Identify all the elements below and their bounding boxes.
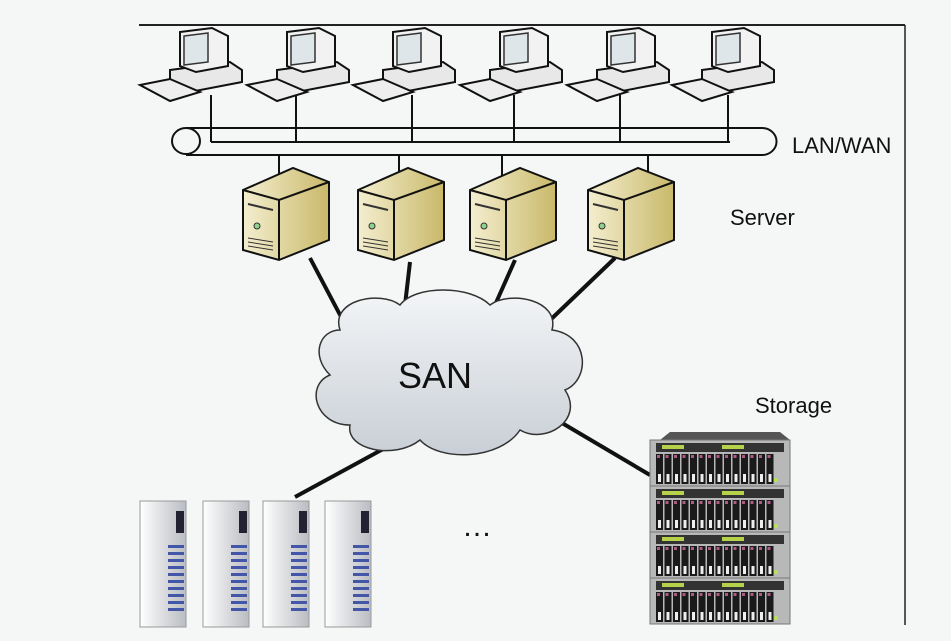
- workstation-icon: [669, 26, 775, 103]
- ellipsis-label: …: [462, 510, 492, 543]
- san-link: [493, 259, 517, 306]
- storage-shelf: [649, 485, 791, 533]
- san-cloud: [315, 289, 584, 456]
- lan-wan-label: LAN/WAN: [792, 133, 892, 158]
- server-label: Server: [730, 205, 795, 230]
- server-icon: [242, 166, 330, 262]
- storage-shelf: [649, 439, 791, 487]
- lan-wan-bus: [171, 127, 778, 156]
- storage-tower-icon: [139, 500, 187, 628]
- server-icon: [357, 166, 445, 262]
- workstation-icon: [244, 26, 350, 103]
- san-link: [294, 446, 386, 499]
- storage-shelf: [649, 577, 791, 625]
- san-link: [543, 256, 617, 327]
- storage-tower-icon: [262, 500, 310, 628]
- workstation-icon: [350, 26, 456, 103]
- server-icon: [469, 166, 557, 262]
- storage-shelf: [649, 531, 791, 579]
- storage-label: Storage: [755, 393, 833, 418]
- san-label: SAN: [398, 355, 473, 396]
- workstation-icon: [564, 26, 670, 103]
- workstation-icon: [457, 26, 563, 103]
- storage-array-icon: [649, 432, 791, 625]
- storage-tower-icon: [202, 500, 250, 628]
- workstation-icon: [137, 26, 243, 103]
- storage-tower-icon: [324, 500, 372, 628]
- server-icon: [587, 166, 675, 262]
- san-link: [403, 261, 412, 306]
